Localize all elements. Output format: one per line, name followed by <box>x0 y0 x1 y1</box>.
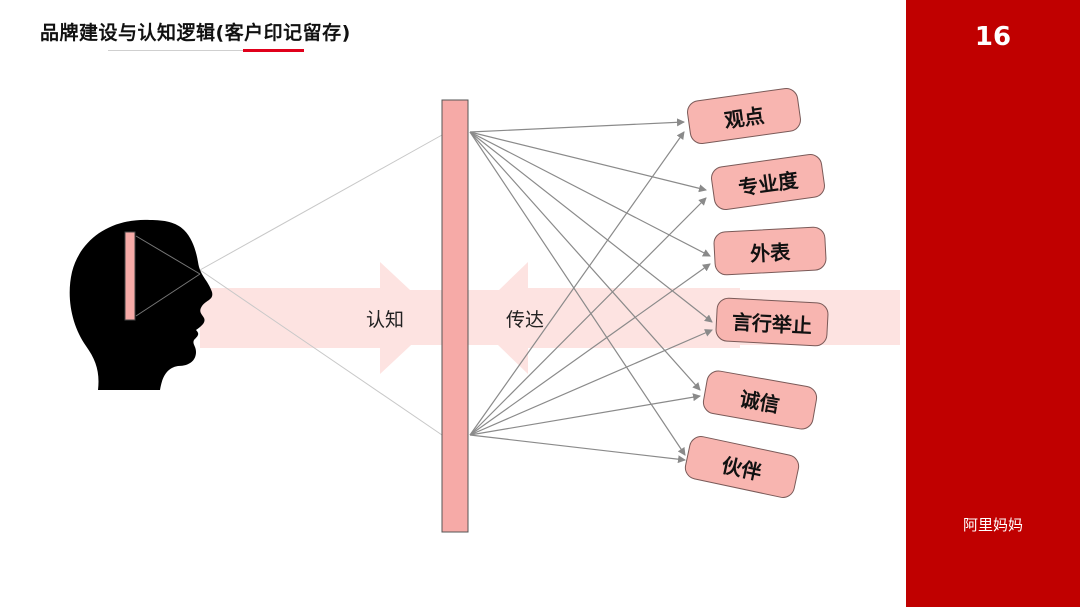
page-number: 16 <box>974 22 1012 52</box>
title-underline <box>108 50 304 51</box>
human-head-silhouette-icon <box>69 219 213 390</box>
side-panel: 16 阿里妈妈 <box>906 0 1080 607</box>
convey-label: 传达 <box>506 309 545 331</box>
tag-appearance: 外表 <box>712 226 828 276</box>
page-title: 品牌建设与认知逻辑(客户印记留存) <box>40 22 351 44</box>
perceive-arrow <box>200 262 440 374</box>
connector-arrows <box>469 118 713 464</box>
brand-screen-bar <box>441 99 469 533</box>
tag-conduct: 言行举止 <box>714 297 830 347</box>
brand-label: 阿里妈妈 <box>962 516 1023 534</box>
perceive-label: 认知 <box>366 309 405 331</box>
title-underline-accent <box>243 49 304 52</box>
vision-cone <box>199 134 443 436</box>
